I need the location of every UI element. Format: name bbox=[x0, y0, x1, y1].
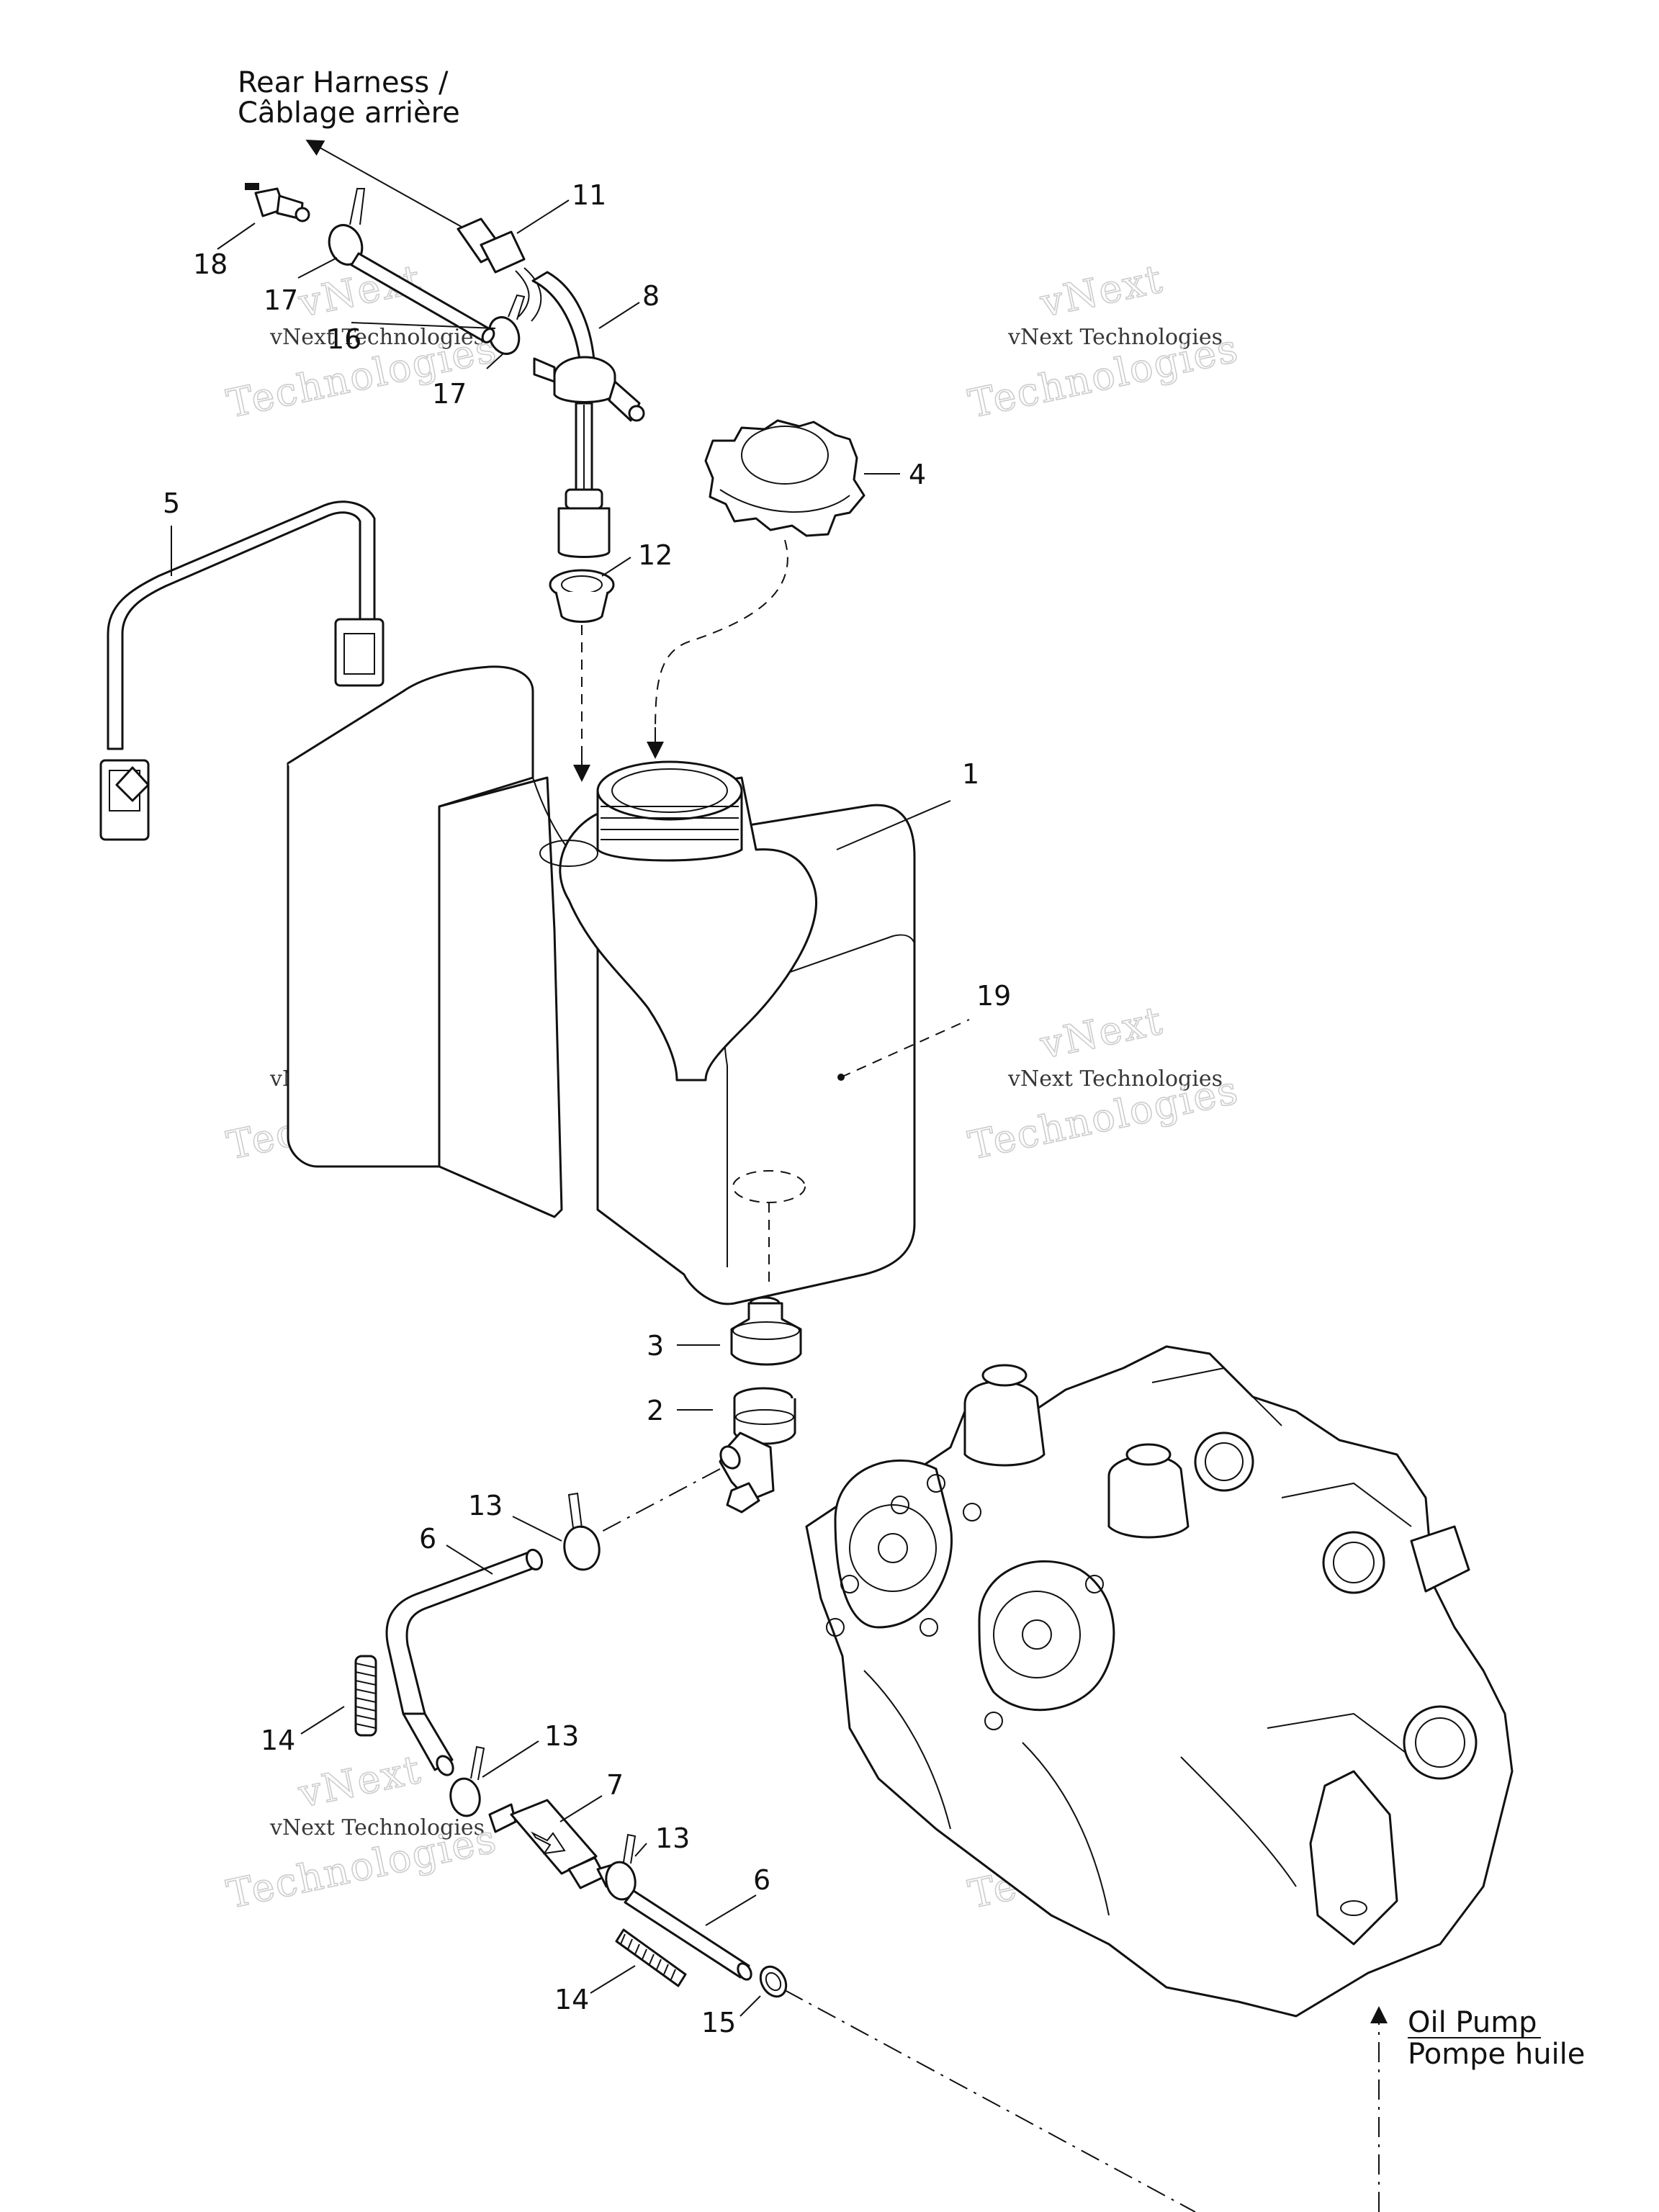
svg-text:vNext Technologies: vNext Technologies bbox=[269, 325, 485, 350]
part-5-bracket-strap bbox=[99, 500, 385, 841]
svg-text:vNext Technologies: vNext Technologies bbox=[1007, 325, 1223, 350]
callout-14-upper: 14 bbox=[261, 1725, 295, 1756]
part-11-connector bbox=[457, 217, 542, 322]
part-13-clamp-lower bbox=[605, 1833, 637, 1901]
part-14-spring-upper bbox=[354, 1655, 377, 1737]
callout-17-lower: 17 bbox=[432, 378, 467, 410]
watermark-bottom-left: vNext vNext Technologies Technologies bbox=[222, 1746, 502, 1918]
dashdot-2-to-hose bbox=[597, 1468, 721, 1534]
callout-13-mid: 13 bbox=[544, 1720, 579, 1752]
dashdot-15-to-pump bbox=[784, 1990, 1196, 2212]
oil-pump-label-en: Oil Pump bbox=[1408, 2006, 1537, 2039]
rear-harness-label-fr: Câblage arrière bbox=[238, 96, 460, 130]
oil-pump-annotation: Oil Pump Pompe huile bbox=[1370, 2006, 1585, 2212]
part-2-elbow-fitting bbox=[719, 1387, 796, 1514]
callout-2: 2 bbox=[647, 1395, 664, 1426]
svg-text:vNext: vNext bbox=[1036, 256, 1167, 326]
rear-harness-annotation: Rear Harness / Câblage arrière bbox=[238, 66, 469, 231]
part-3-outlet-grommet bbox=[730, 1296, 802, 1366]
svg-text:vNext: vNext bbox=[1036, 997, 1167, 1068]
callout-numbers: 1 2 3 4 5 6 6 7 8 11 12 13 13 13 14 14 1… bbox=[163, 179, 1011, 2038]
callout-4: 4 bbox=[909, 459, 926, 490]
watermark-top-right: vNext vNext Technologies Technologies bbox=[964, 256, 1244, 428]
part-12-grommet bbox=[549, 569, 615, 623]
part-14-spring-lower bbox=[615, 1928, 687, 1987]
callout-5: 5 bbox=[163, 487, 180, 519]
callout-7: 7 bbox=[606, 1769, 624, 1801]
callout-1: 1 bbox=[962, 758, 979, 790]
part-1-oil-tank bbox=[287, 665, 916, 1305]
callout-15: 15 bbox=[701, 2007, 736, 2038]
engine-assembly bbox=[805, 1345, 1514, 2018]
callout-13-low: 13 bbox=[655, 1822, 690, 1854]
callout-17-upper: 17 bbox=[264, 284, 298, 316]
callout-6-top: 6 bbox=[419, 1523, 436, 1555]
part-15-ring bbox=[759, 1965, 788, 1998]
callout-6-bottom: 6 bbox=[753, 1864, 770, 1896]
part-17-clamp-lower bbox=[487, 294, 526, 355]
part-13-clamp-upper bbox=[563, 1492, 601, 1571]
part-4-filler-cap bbox=[704, 419, 866, 537]
callout-8: 8 bbox=[642, 280, 660, 312]
callout-13-top: 13 bbox=[468, 1490, 503, 1521]
rear-harness-label-en: Rear Harness / bbox=[238, 66, 449, 99]
part-8-level-sensor bbox=[531, 271, 645, 558]
callout-19: 19 bbox=[976, 980, 1011, 1012]
callout-18: 18 bbox=[193, 248, 228, 280]
rear-harness-arrow bbox=[305, 140, 469, 231]
part-13-clamp-middle bbox=[449, 1745, 485, 1817]
part-7-inline-filter bbox=[488, 1799, 621, 1889]
part-16-hose bbox=[350, 252, 495, 343]
callout-11: 11 bbox=[572, 179, 606, 211]
oil-pump-label-fr: Pompe huile bbox=[1408, 2038, 1585, 2071]
callout-16: 16 bbox=[327, 323, 361, 355]
part-6-hose-bent bbox=[385, 1548, 544, 1776]
svg-text:vNext Technologies: vNext Technologies bbox=[1007, 1066, 1223, 1092]
callout-12: 12 bbox=[638, 539, 673, 571]
svg-text:vNext Technologies: vNext Technologies bbox=[269, 1815, 485, 1840]
dash-4-to-tank bbox=[655, 539, 788, 742]
callout-14-lower: 14 bbox=[554, 1984, 589, 2015]
svg-text:vNext: vNext bbox=[295, 1746, 426, 1817]
part-6-hose-straight bbox=[624, 1889, 752, 1981]
callout-3: 3 bbox=[647, 1330, 664, 1362]
watermark-mid-right: vNext vNext Technologies Technologies bbox=[964, 997, 1244, 1169]
callout-leaders bbox=[171, 199, 970, 2017]
part-18-plug bbox=[245, 183, 310, 222]
